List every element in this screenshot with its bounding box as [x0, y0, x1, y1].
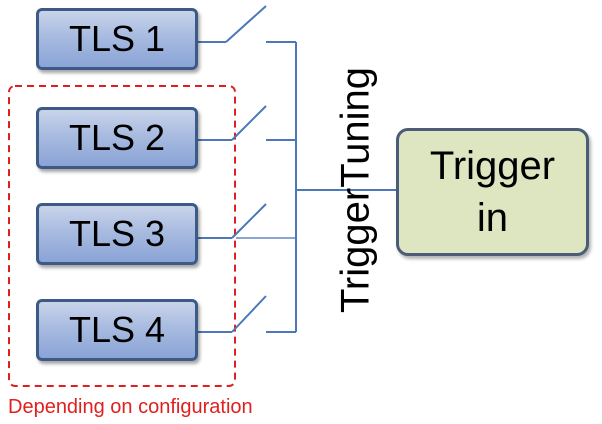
trigger-in-box: Trigger in	[396, 128, 589, 256]
tls-4-label: TLS 4	[68, 309, 166, 350]
tls-1-switch-arm	[225, 5, 267, 43]
tls-2-label: TLS 2	[68, 117, 166, 158]
tls-2-box: TLS 2	[36, 107, 198, 169]
tls-3-label: TLS 3	[68, 213, 166, 254]
trigger-label-line1: Trigger	[429, 144, 556, 188]
tls-1-label: TLS 1	[68, 18, 166, 59]
trigger-label-line2: in	[476, 196, 509, 240]
tls-2-switch-arm	[231, 105, 267, 141]
trigger-tuning-label: TriggerTuning	[333, 66, 378, 314]
tls-4-box: TLS 4	[36, 299, 198, 361]
tls-3-switch-arm	[231, 203, 267, 239]
tls-4-switch-arm	[231, 295, 267, 333]
configuration-note: Depending on configuration	[8, 396, 253, 418]
tls-1-box: TLS 1	[36, 8, 198, 70]
tls-3-box: TLS 3	[36, 203, 198, 265]
configuration-group-outline	[8, 85, 236, 387]
